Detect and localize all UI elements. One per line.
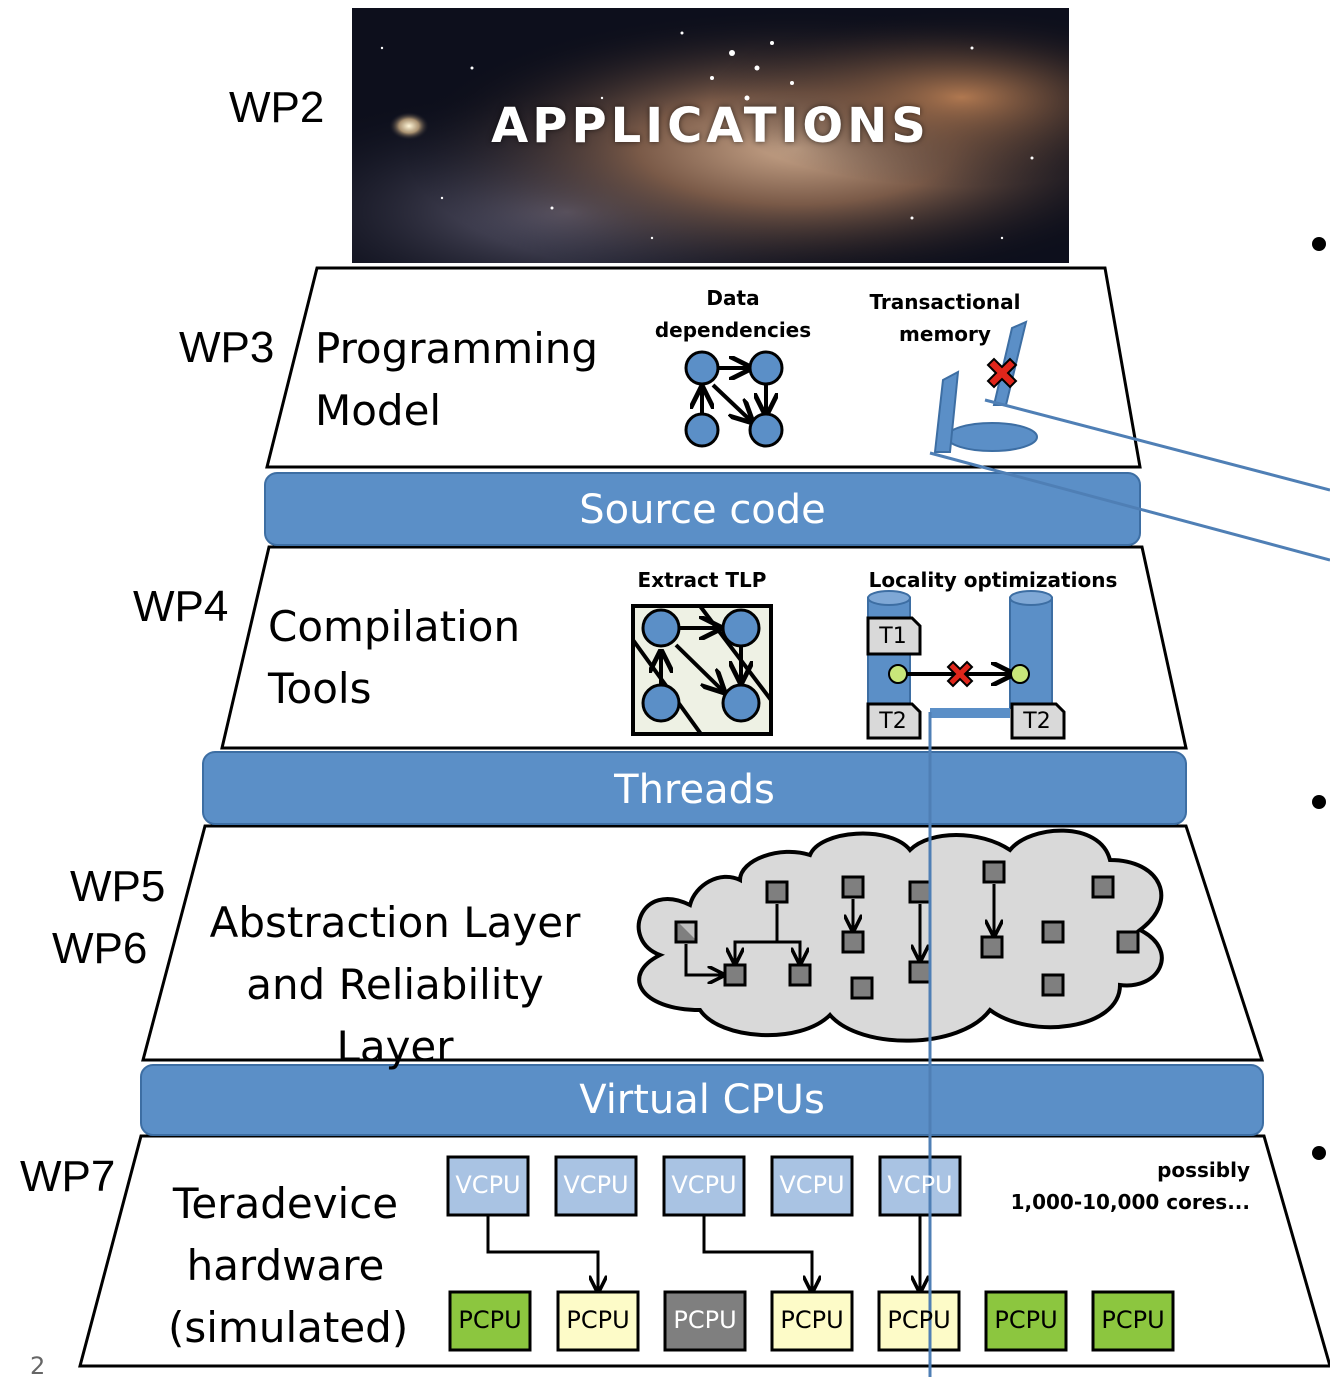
wp2-label: WP2 — [229, 83, 325, 132]
hardware-title: Teradevice hardware (simulated) — [168, 1173, 409, 1359]
pcpu-label: PCPU — [780, 1306, 844, 1334]
t2-left-label: T2 — [879, 709, 907, 734]
hardware-line2: hardware — [186, 1241, 385, 1290]
transactional-memory-label: Transactional memory — [869, 290, 1021, 346]
transactional-memory-icon — [933, 320, 1038, 453]
programming-model-line1: Programming — [315, 324, 599, 373]
virtual-cpus-band — [140, 1064, 1264, 1136]
applications-banner — [352, 8, 1069, 263]
t1-label: T1 — [879, 624, 907, 649]
wp5-label: WP5 — [70, 862, 166, 911]
wp7-label: WP7 — [20, 1152, 116, 1201]
cloud-arrows — [684, 884, 994, 975]
compilation-tools-title: Compilation Tools — [268, 596, 520, 720]
vcpu-label: VCPU — [455, 1171, 521, 1199]
programming-model-title: Programming Model — [315, 318, 598, 442]
connector-line — [984, 398, 1330, 492]
locality-optimizations-icon — [866, 590, 1066, 740]
vcpu-label: VCPU — [887, 1171, 953, 1199]
compilation-tools-line2: Tools — [268, 664, 372, 713]
pcpu-label: PCPU — [1101, 1306, 1165, 1334]
pcpu-label: PCPU — [994, 1306, 1058, 1334]
pcpu-label: PCPU — [887, 1306, 951, 1334]
page-number: 2 — [30, 1352, 46, 1380]
pcpu-label: PCPU — [458, 1306, 522, 1334]
hardware-line3: (simulated) — [168, 1303, 409, 1352]
data-dependencies-label: Data dependencies — [654, 286, 812, 342]
wp4-label: WP4 — [133, 582, 229, 631]
threads-band — [202, 751, 1187, 825]
cloud-thread-nodes — [674, 860, 1140, 1000]
virtual-cpus-label: Virtual CPUs — [579, 1077, 825, 1123]
compilation-tools-line1: Compilation — [268, 602, 521, 651]
wp6-label: WP6 — [52, 924, 148, 973]
abstraction-title: Abstraction Layer and Reliability Layer — [190, 892, 600, 1078]
locality-cross-icon — [946, 660, 974, 688]
data-dependency-nodes — [684, 350, 784, 448]
vcpu-label: VCPU — [671, 1171, 737, 1199]
locality-optimizations-label: Locality optimizations — [868, 568, 1118, 592]
pcpu-boxes — [448, 1290, 1175, 1352]
data-dependencies-graph — [702, 368, 766, 420]
hardware-line1: Teradevice — [172, 1179, 399, 1228]
bullet-marker — [1312, 795, 1326, 809]
connector-line — [929, 451, 1330, 562]
source-code-label: Source code — [579, 487, 826, 533]
vcpu-boxes — [446, 1155, 962, 1217]
extract-tlp-label: Extract TLP — [637, 568, 767, 592]
t2-right-label: T2 — [1023, 709, 1051, 734]
threads-label: Threads — [614, 767, 775, 813]
wp3-label: WP3 — [179, 323, 275, 372]
pcpu-label: PCPU — [566, 1306, 630, 1334]
conflict-cross-icon — [986, 357, 1018, 389]
abstraction-line2: and Reliability Layer — [246, 960, 544, 1071]
applications-title: APPLICATIONS — [491, 98, 930, 154]
vcpu-label: VCPU — [779, 1171, 845, 1199]
programming-model-line2: Model — [315, 386, 442, 435]
vcpu-to-pcpu-arrows — [486, 1215, 920, 1290]
extract-tlp-graph — [631, 604, 773, 736]
possibly-cores-label: possibly 1,000-10,000 cores... — [1010, 1158, 1250, 1214]
bullet-marker — [1312, 1146, 1326, 1160]
abstraction-line1: Abstraction Layer — [209, 898, 581, 947]
bullet-marker — [1312, 237, 1326, 251]
vcpu-label: VCPU — [563, 1171, 629, 1199]
pcpu-label: PCPU — [673, 1306, 737, 1334]
